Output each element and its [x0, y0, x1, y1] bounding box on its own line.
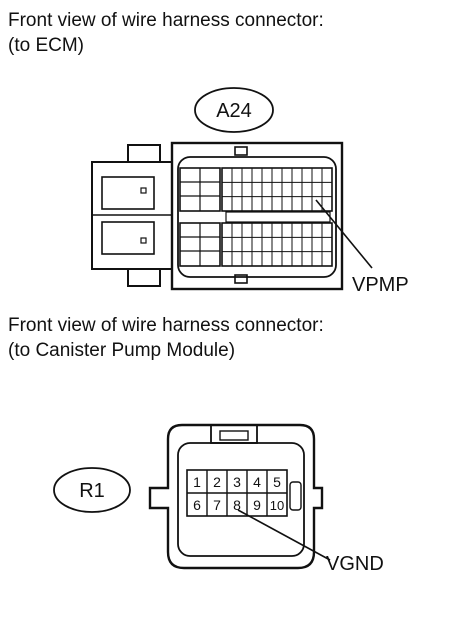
r1-pin-3: 3 [233, 474, 241, 490]
pump-caption-line1: Front view of wire harness connector: [8, 315, 324, 336]
r1-pin-6: 6 [193, 497, 201, 513]
ecm-connector-caption: Front view of wire harness connector: (t… [8, 8, 324, 58]
a24-main-block-top [221, 167, 333, 212]
a24-connector-id: A24 [216, 100, 252, 122]
vgnd-terminal-label: VGND [326, 553, 384, 575]
r1-inner-face [177, 442, 305, 557]
a24-housing-outer [170, 141, 344, 291]
r1-pin-4: 4 [253, 474, 261, 490]
a24-latch-slot-bottom [101, 221, 155, 255]
a24-left-latch-top-tab [127, 144, 161, 163]
vpmp-terminal-label: VPMP [352, 274, 409, 296]
a24-center-rib [225, 211, 331, 223]
r1-pin-8: 8 [233, 497, 241, 513]
a24-top-key [234, 146, 248, 156]
r1-pin-2: 2 [213, 474, 221, 490]
ecm-connector-a24 [91, 87, 373, 291]
pump-connector-caption: Front view of wire harness connector: (t… [8, 313, 324, 363]
r1-pin-1: 1 [193, 474, 201, 490]
pump-connector-r1 [53, 423, 331, 570]
ecm-caption-line2: (to ECM) [8, 35, 84, 56]
r1-pin-numbers: 1 2 3 4 5 6 7 8 9 10 [193, 474, 284, 513]
r1-pin-9: 9 [253, 497, 261, 513]
r1-pin-10: 10 [270, 498, 284, 513]
a24-main-block-bottom [221, 222, 333, 267]
a24-bottom-key [234, 274, 248, 284]
a24-id-badge [194, 87, 274, 133]
r1-id-badge [53, 467, 131, 513]
vpmp-leader-line [315, 199, 373, 269]
r1-side-tab [289, 481, 302, 511]
r1-housing-outer [148, 423, 324, 570]
r1-pin-7: 7 [213, 497, 221, 513]
a24-left-latch-bottom-tab [127, 268, 161, 287]
pump-caption-line2: (to Canister Pump Module) [8, 340, 236, 361]
a24-inner-face [177, 156, 337, 278]
vgnd-leader-line [237, 509, 331, 561]
a24-latch-slot-top [101, 176, 155, 210]
r1-connector-id: R1 [79, 480, 105, 502]
r1-pin-5: 5 [273, 474, 281, 490]
ecm-caption-line1: Front view of wire harness connector: [8, 10, 324, 31]
